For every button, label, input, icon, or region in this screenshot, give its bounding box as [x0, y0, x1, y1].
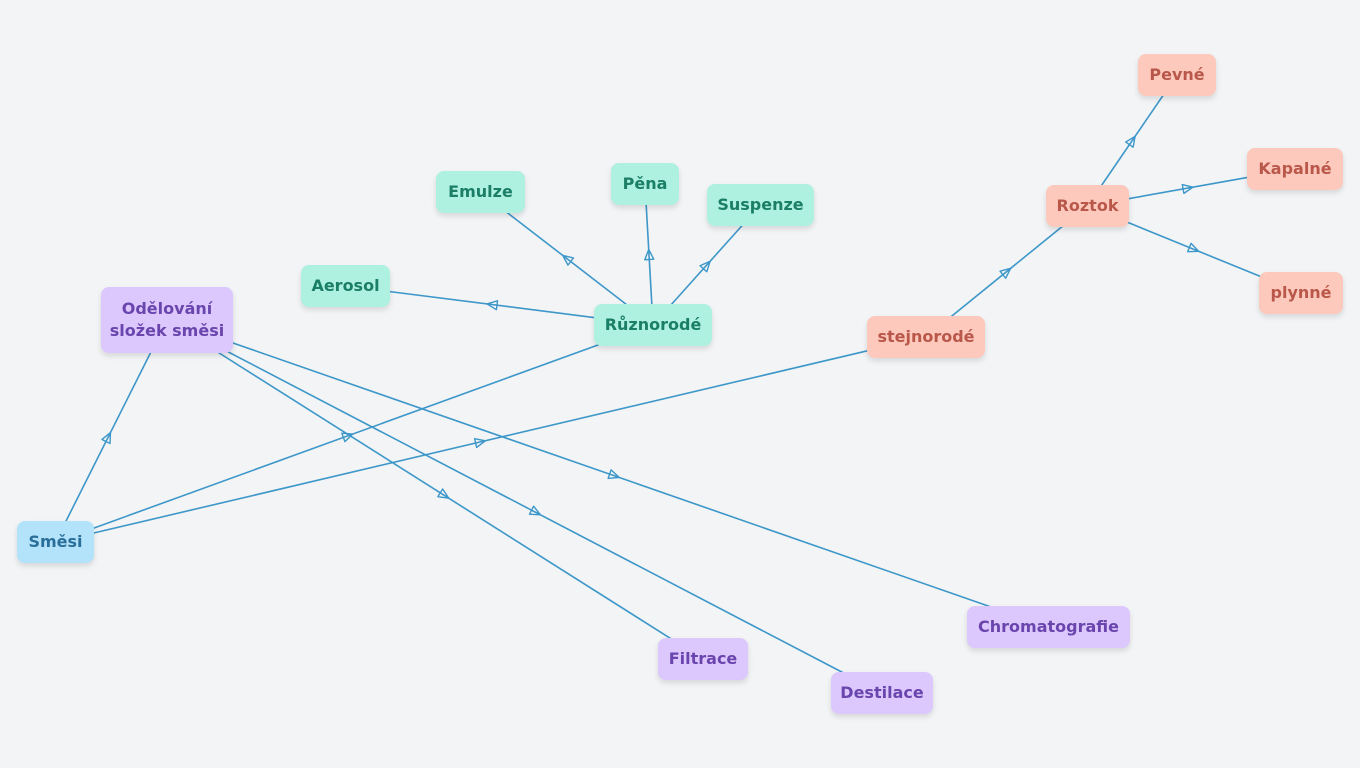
- edge-arrow-odelovani-destilace: [528, 505, 542, 516]
- edge-ruznorode-suspenze: [667, 221, 746, 309]
- edge-smesi-ruznorode: [89, 341, 607, 531]
- edge-arrow-ruznorode-aerosol: [486, 300, 499, 311]
- edge-smesi-odelovani: [63, 348, 154, 526]
- node-aerosol[interactable]: Aerosol: [301, 265, 390, 307]
- edge-ruznorode-emulze: [502, 208, 632, 309]
- node-chromatografie-label: Chromatografie: [978, 617, 1119, 636]
- node-pena[interactable]: Pěna: [611, 163, 679, 205]
- node-emulze-label: Emulze: [448, 182, 513, 201]
- node-emulze[interactable]: Emulze: [436, 171, 525, 213]
- node-destilace[interactable]: Destilace: [831, 672, 933, 714]
- edge-ruznorode-aerosol: [385, 290, 599, 319]
- node-suspenze-label: Suspenze: [717, 195, 804, 214]
- edge-arrow-smesi-stejnorode: [473, 437, 487, 449]
- edge-arrow-smesi-odelovani: [101, 431, 112, 445]
- edge-arrow-roztok-plynne: [1186, 242, 1200, 253]
- node-stejnorode[interactable]: stejnorodé: [867, 316, 985, 358]
- node-stejnorode-label: stejnorodé: [877, 327, 975, 346]
- edge-ruznorode-pena: [645, 200, 653, 309]
- node-ruznorode[interactable]: Různorodé: [594, 304, 712, 346]
- node-odelovani-label-line2: složek směsi: [109, 321, 225, 340]
- edge-arrow-roztok-pevne: [1125, 135, 1136, 148]
- edge-arrow-ruznorode-pena: [644, 248, 655, 261]
- node-aerosol-label: Aerosol: [311, 276, 380, 295]
- edge-arrow-odelovani-chromatografie: [607, 469, 620, 480]
- edge-odelovani-chromatografie: [228, 340, 1000, 611]
- node-kapalne[interactable]: Kapalné: [1247, 148, 1343, 190]
- node-pevne[interactable]: Pevné: [1138, 54, 1216, 96]
- node-kapalne-label: Kapalné: [1258, 159, 1332, 178]
- edge-odelovani-destilace: [222, 348, 850, 677]
- node-odelovani-label-line1: Odělování: [121, 299, 213, 318]
- node-plynne-label: plynné: [1270, 283, 1332, 302]
- node-pena-label: Pěna: [622, 174, 668, 193]
- edge-arrow-ruznorode-suspenze: [699, 260, 711, 273]
- edge-stejnorode-roztok: [946, 222, 1068, 321]
- edge-smesi-stejnorode: [89, 349, 872, 535]
- node-filtrace[interactable]: Filtrace: [658, 638, 748, 680]
- edge-arrow-roztok-kapalne: [1181, 183, 1194, 195]
- node-destilace-label: Destilace: [840, 683, 924, 702]
- node-odelovani-slozek-smesi[interactable]: Odělování složek směsi: [101, 287, 233, 353]
- node-suspenze[interactable]: Suspenze: [707, 184, 814, 226]
- edge-odelovani-filtrace: [212, 348, 677, 643]
- node-filtrace-label: Filtrace: [668, 649, 738, 668]
- node-plynne[interactable]: plynné: [1259, 272, 1343, 314]
- edge-roztok-plynne: [1124, 220, 1264, 279]
- edge-roztok-kapalne: [1124, 176, 1252, 201]
- edge-arrow-odelovani-filtrace: [437, 488, 450, 499]
- node-chromatografie[interactable]: Chromatografie: [967, 606, 1130, 648]
- node-pevne-label: Pevné: [1149, 65, 1205, 84]
- node-roztok[interactable]: Roztok: [1046, 185, 1129, 227]
- edge-arrow-ruznorode-emulze: [562, 254, 575, 266]
- node-roztok-label: Roztok: [1056, 196, 1119, 215]
- edge-roztok-pevne: [1098, 91, 1167, 190]
- node-smesi[interactable]: Směsi: [17, 521, 94, 563]
- edge-arrow-stejnorode-roztok: [999, 267, 1012, 279]
- node-ruznorode-label: Různorodé: [604, 315, 702, 334]
- node-smesi-label: Směsi: [28, 532, 83, 551]
